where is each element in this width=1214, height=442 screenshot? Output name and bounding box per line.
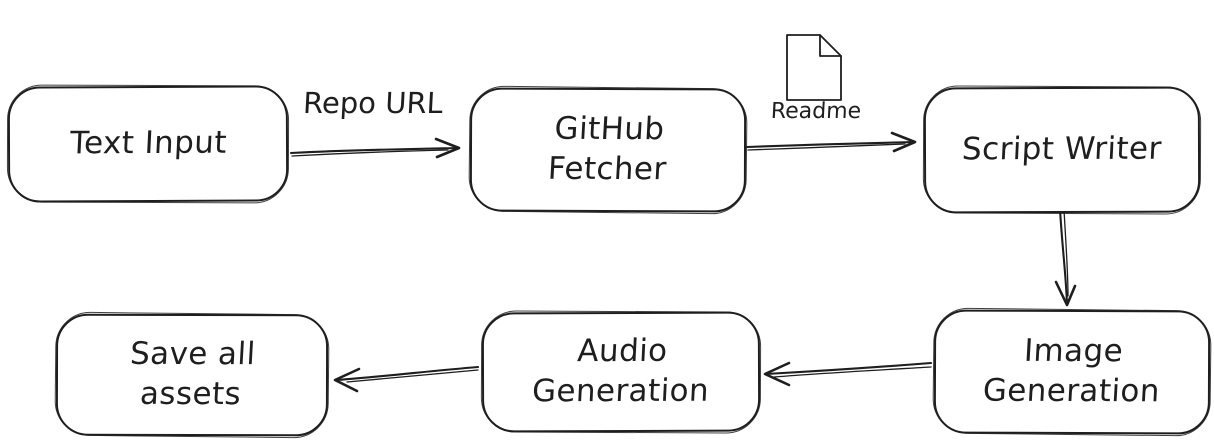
edge-label-repo-url: Repo URL <box>302 86 444 120</box>
arrow-audio-generation-to-save-all-assets <box>333 365 480 393</box>
node-github-fetcher: GitHub Fetcher <box>469 87 747 213</box>
edge-label-readme: Readme <box>770 99 862 124</box>
node-text-input-label: Text Input <box>68 124 228 162</box>
node-script-writer-label: Script Writer <box>961 130 1163 168</box>
node-image-generation-label: Image Generation <box>981 333 1161 410</box>
arrow-script-writer-to-image-generation <box>1054 207 1077 307</box>
arrow-github-fetcher-to-script-writer <box>745 131 917 153</box>
node-script-writer: Script Writer <box>923 86 1201 214</box>
arrow-text-input-to-github-fetcher <box>289 137 461 159</box>
node-save-all-assets-label: Save all assets <box>129 336 257 413</box>
document-icon <box>786 34 842 101</box>
node-audio-generation-label: Audio Generation <box>530 333 710 410</box>
node-audio-generation: Audio Generation <box>481 311 761 433</box>
node-github-fetcher-label: GitHub Fetcher <box>546 111 668 188</box>
node-image-generation: Image Generation <box>933 309 1211 435</box>
node-text-input: Text Input <box>7 85 289 203</box>
arrow-image-generation-to-audio-generation <box>763 361 933 387</box>
node-save-all-assets: Save all assets <box>55 313 329 437</box>
